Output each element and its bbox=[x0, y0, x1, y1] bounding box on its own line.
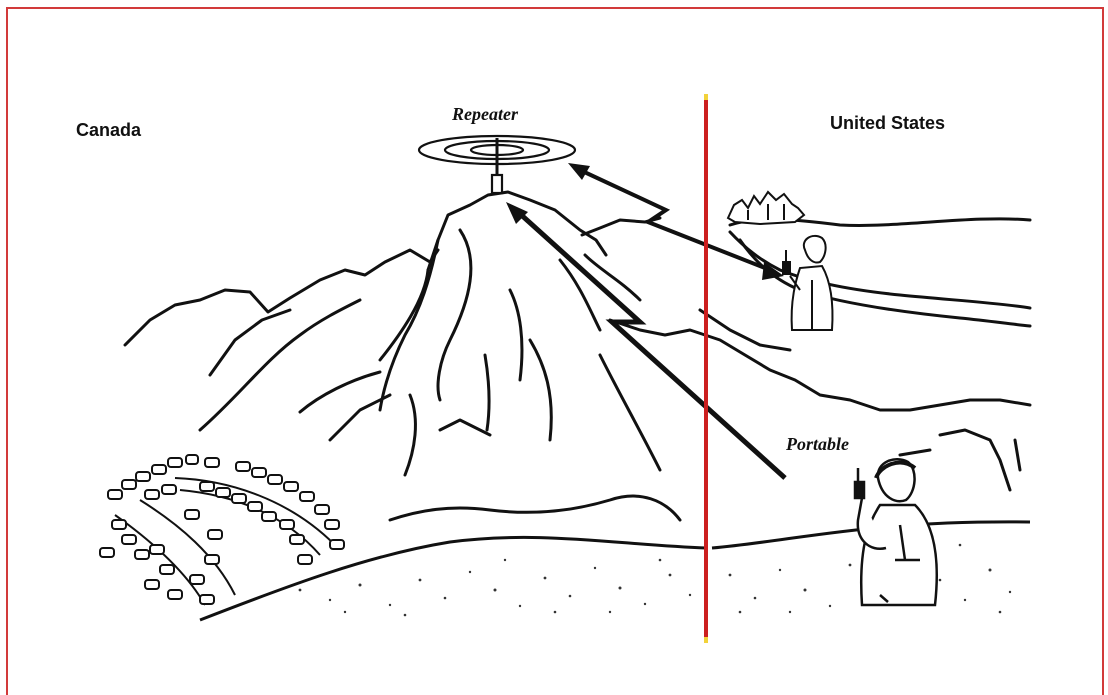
label-portable: Portable bbox=[786, 434, 849, 455]
label-canada: Canada bbox=[76, 120, 141, 141]
buildings-icon bbox=[728, 192, 804, 224]
label-united-states: United States bbox=[830, 113, 945, 134]
border-line bbox=[704, 94, 708, 643]
label-repeater: Repeater bbox=[452, 104, 518, 125]
radio-tower-icon bbox=[419, 136, 575, 193]
person-with-radio-icon bbox=[783, 236, 833, 330]
person-with-radio-icon bbox=[855, 459, 937, 605]
